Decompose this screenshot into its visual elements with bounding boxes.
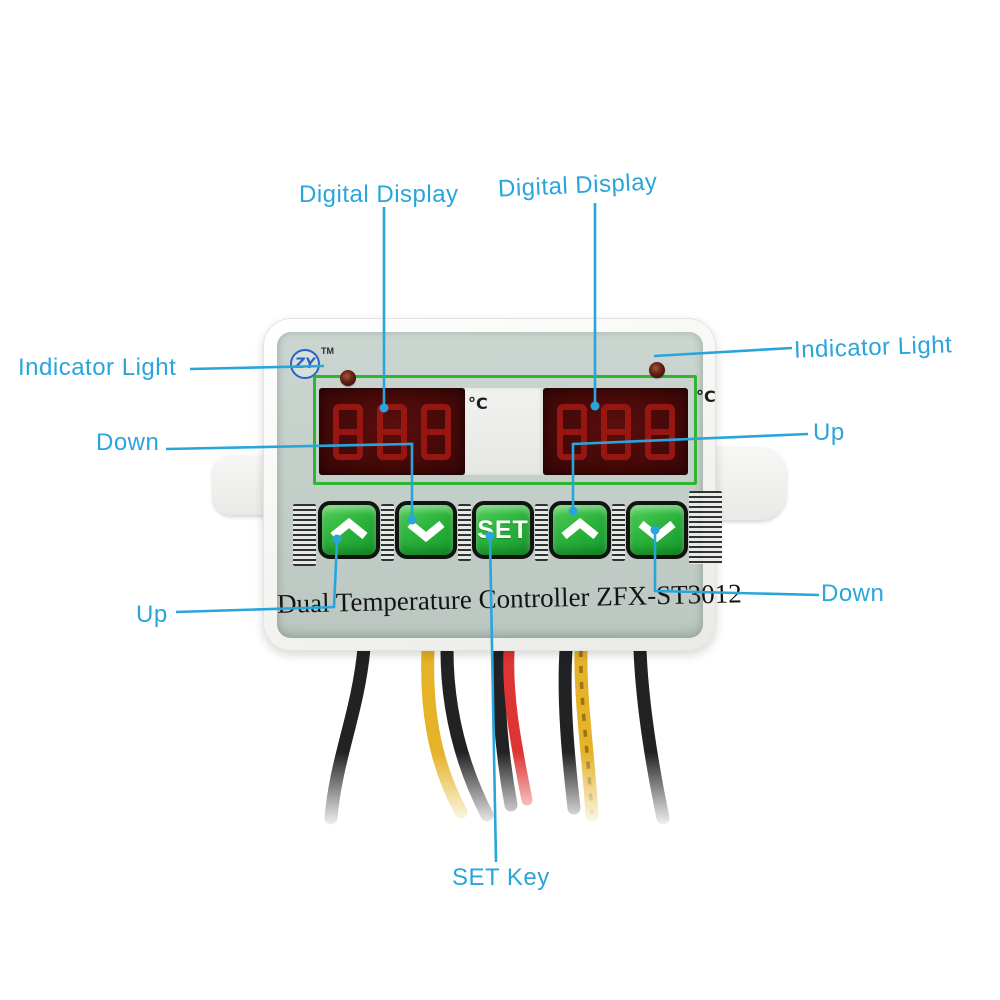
indicator-light-right [649,362,665,378]
segment-digit [333,403,363,460]
segment-digit [557,403,587,460]
wire-fade [290,752,710,847]
display-divider: °C [465,388,543,475]
seven-segment-digits-right [557,403,675,460]
ribbed-texture [689,491,722,564]
controller-device: ZY TM °C °C [263,318,743,651]
ribbed-texture [381,504,394,561]
set-button: SET [472,501,534,559]
chevron-up-icon [330,517,368,540]
wire-yellow-2-print [579,649,594,816]
seven-segment-digits-left [333,403,451,460]
label-down-left: Down [96,429,160,456]
mounting-ear-left [213,455,269,515]
front-panel: ZY TM °C °C [276,332,743,638]
trademark-symbol: TM [321,346,334,356]
label-indicator-light-right: Indicator Light [793,331,953,364]
label-set-key: SET Key [452,864,550,891]
ribbed-texture [293,504,316,566]
chevron-down-icon [638,520,676,543]
chevron-up-icon [561,517,599,540]
indicator-light-left [340,370,356,386]
temperature-display-right [543,388,688,475]
set-button-label: SET [477,515,529,544]
label-digital-display-right: Digital Display [497,168,659,203]
celsius-unit-right: °C [696,387,716,406]
up-button-right [549,501,611,559]
label-digital-display-left: Digital Display [299,181,459,208]
device-title: Dual Temperature Controller ZFX-ST3012 [276,578,743,619]
label-down-right: Down [821,580,885,607]
display-frame [313,375,697,485]
label-up-left: Up [136,601,168,628]
celsius-unit-left: °C [468,394,488,413]
down-button-right [626,501,688,559]
down-button-left [395,501,457,559]
segment-digit [421,403,451,460]
segment-digit [377,403,407,460]
ribbed-texture [535,504,548,561]
ribbed-texture [612,504,625,561]
up-button-left [318,501,380,559]
ribbed-texture [458,504,471,561]
label-indicator-light-left: Indicator Light [18,354,177,381]
segment-digit [645,403,675,460]
segment-digit [601,403,631,460]
temperature-display-left [319,388,465,475]
label-up-right: Up [813,419,845,446]
chevron-down-icon [407,520,445,543]
